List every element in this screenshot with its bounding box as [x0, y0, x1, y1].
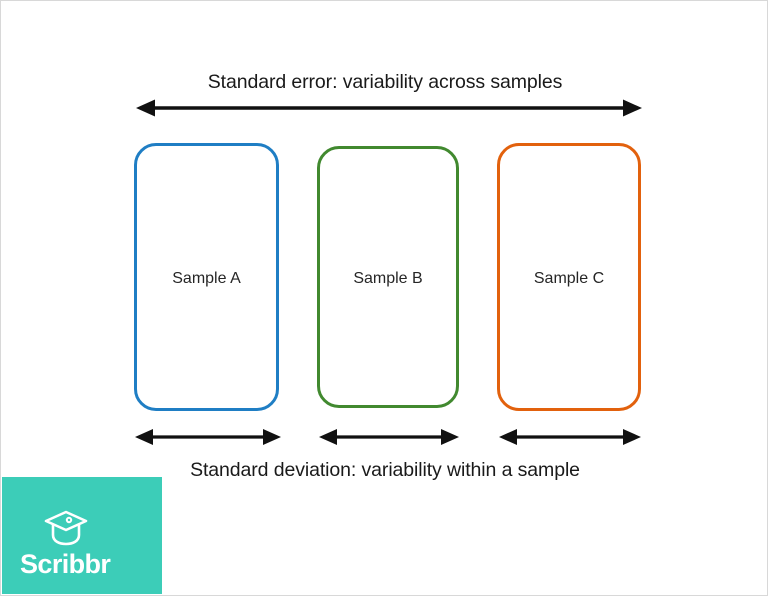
- arrow-head-left: [319, 429, 337, 445]
- standard-error-caption: Standard error: variability across sampl…: [207, 71, 563, 93]
- arrow-head-right: [263, 429, 281, 445]
- sample-label-c: Sample C: [533, 270, 605, 287]
- arrow-head-right: [623, 99, 642, 117]
- logo-disc: [2, 477, 162, 594]
- sample-label-b: Sample B: [353, 270, 423, 287]
- standard-deviation-arrow-b: [319, 426, 459, 448]
- standard-deviation-arrow-a: [135, 426, 281, 448]
- scribbr-wordmark: Scribbr: [20, 549, 111, 579]
- scribbr-logo-badge: Scribbr: [2, 477, 162, 594]
- sample-box-b[interactable]: Sample B: [317, 146, 459, 408]
- standard-deviation-arrow-c: [499, 426, 641, 448]
- arrow-head-right: [623, 429, 641, 445]
- arrow-head-right: [441, 429, 459, 445]
- arrow-head-left: [135, 429, 153, 445]
- graduation-cap-icon: [44, 510, 88, 546]
- arrow-head-left: [499, 429, 517, 445]
- standard-deviation-caption: Standard deviation: variability within a…: [190, 459, 580, 481]
- arrow-head-left: [136, 99, 155, 117]
- sample-box-a[interactable]: Sample A: [134, 143, 279, 411]
- sample-box-c[interactable]: Sample C: [497, 143, 641, 411]
- standard-error-arrow: [136, 97, 642, 119]
- sample-label-a: Sample A: [172, 270, 241, 287]
